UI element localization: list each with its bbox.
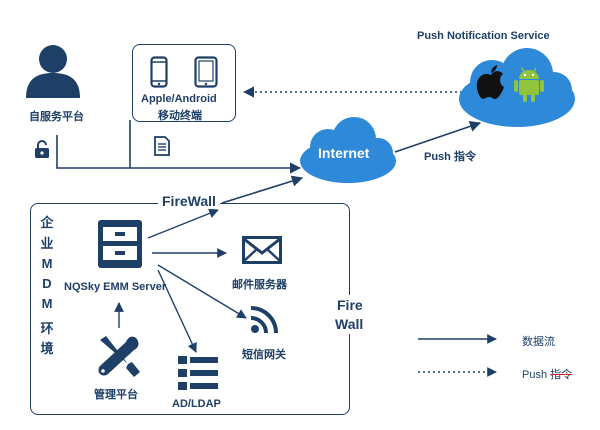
vertical-title-char: 境	[40, 341, 54, 356]
internet-to-push-line	[394, 120, 482, 153]
apple-icon	[476, 65, 504, 99]
devices-label-line2: 移动终端	[158, 110, 202, 122]
legend-push-label: Push 指令	[522, 366, 572, 382]
server-to-sms-arrow	[157, 264, 247, 319]
push-service-title: Push Notification Service	[417, 30, 550, 42]
sms-signal-icon	[250, 306, 278, 334]
vertical-title-char: 环	[40, 321, 54, 336]
legend-data-flow-label: 数据流	[522, 336, 555, 348]
self-service-to-internet-line	[56, 135, 302, 174]
firewall-side-label-2: Wall	[333, 314, 366, 334]
self-service-label: 自服务平台	[29, 111, 84, 123]
server-label: NQSky EMM Server	[64, 281, 167, 293]
directory-icon	[178, 356, 218, 390]
legend-push-prefix: Push	[522, 369, 551, 381]
document-icon	[154, 136, 170, 156]
vertical-title-char: 业	[40, 236, 54, 251]
devices-label-line1: Apple/Android	[141, 93, 217, 105]
tablet-icon	[194, 56, 218, 88]
server-icon	[98, 220, 142, 268]
sms-gateway-label: 短信网关	[242, 349, 286, 361]
vertical-title-char: 企	[40, 215, 54, 230]
vertical-title-char: M	[41, 296, 53, 311]
ldap-label: AD/LDAP	[172, 398, 221, 410]
user-icon	[26, 45, 80, 98]
mail-server-label: 邮件服务器	[232, 279, 287, 291]
push-command-label: Push 指令	[424, 151, 476, 163]
admin-platform-label: 管理平台	[94, 389, 138, 401]
legend-push-struck-text: 指令	[550, 369, 573, 381]
firewall-to-internet-line	[221, 175, 304, 204]
mail-icon	[242, 236, 282, 264]
server-to-firewall-arrow	[147, 208, 219, 239]
phone-icon	[150, 56, 168, 88]
firewall-side-label-1: Fire	[335, 295, 365, 315]
tools-icon	[98, 336, 140, 377]
internet-cloud-icon	[300, 117, 396, 183]
vertical-title-char: M	[41, 256, 53, 271]
android-icon	[514, 67, 544, 102]
server-to-ldap-arrow	[157, 269, 197, 353]
internet-label: Internet	[318, 145, 370, 161]
firewall-top-label: FireWall	[158, 193, 220, 209]
mobile-devices-box	[132, 44, 236, 122]
vertical-title-char: D	[42, 276, 52, 291]
lock-icon	[35, 140, 49, 158]
